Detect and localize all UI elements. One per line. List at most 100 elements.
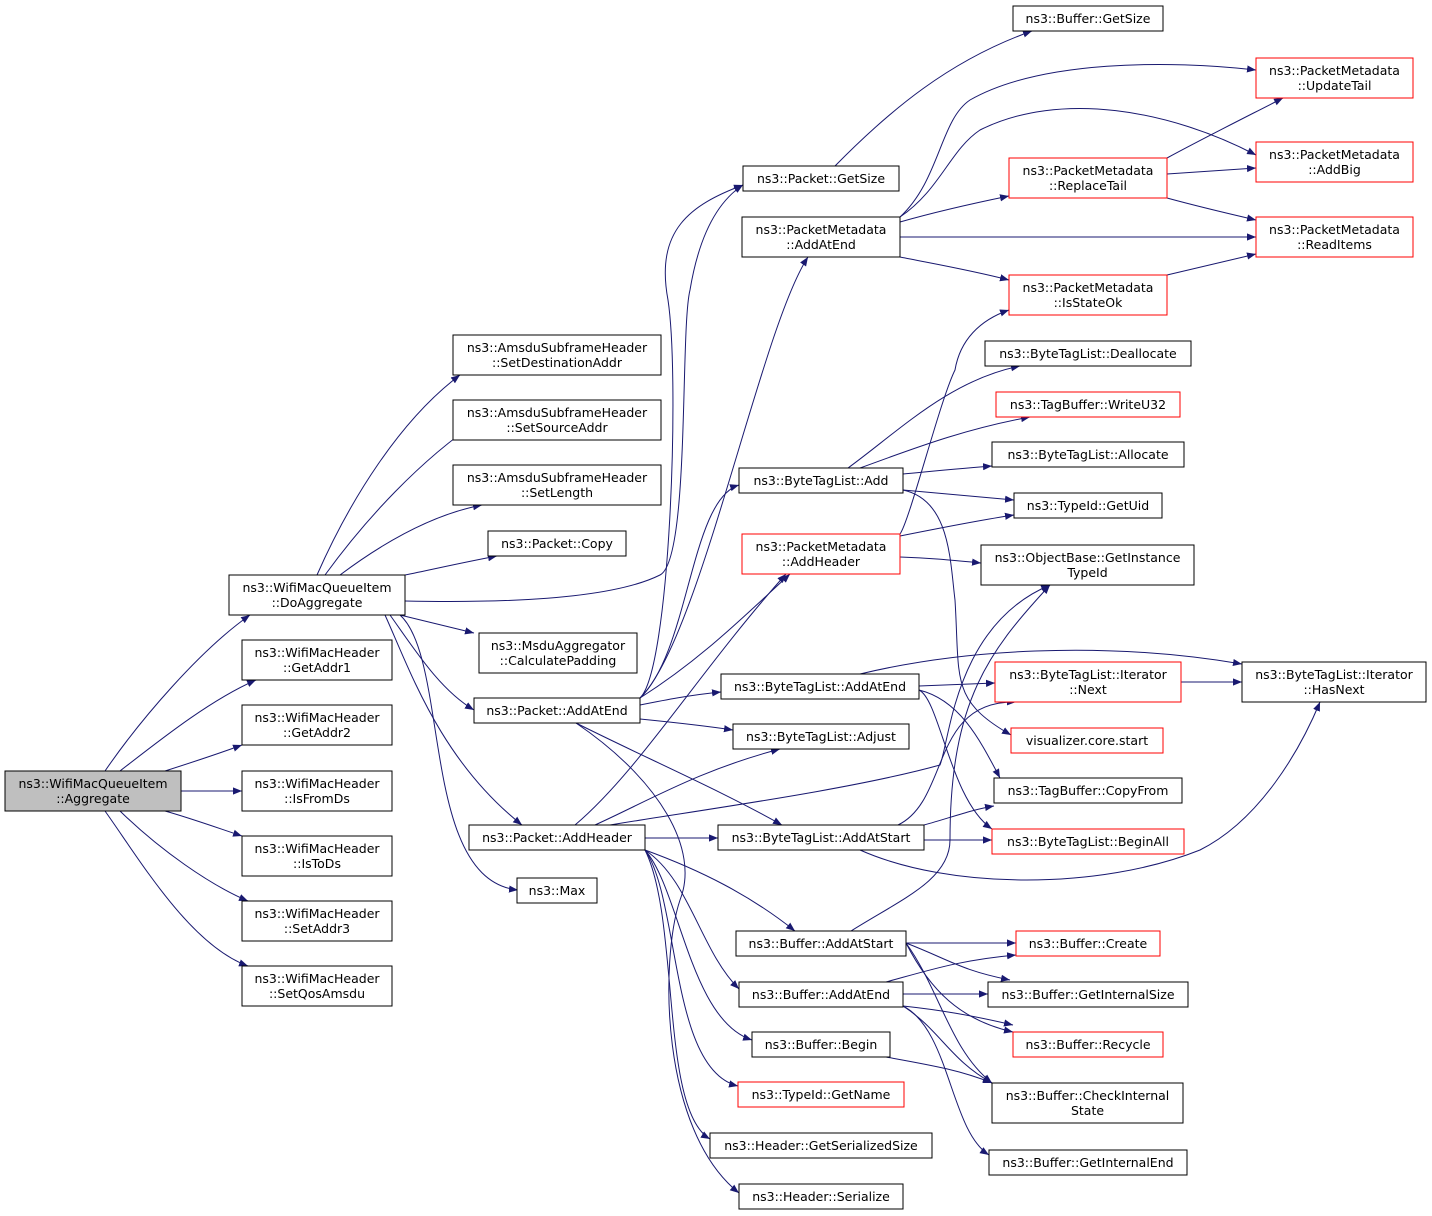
call-edge [644,849,711,1140]
call-edge [899,556,982,566]
node-is-from-ds[interactable]: ns3::WifiMacHeader::IsFromDs [241,770,393,812]
node-tb-write-u32[interactable]: ns3::TagBuffer::WriteU32 [995,391,1181,418]
node-type-id-get-uid[interactable]: ns3::TypeId::GetUid [1013,492,1163,519]
node-box [1255,57,1414,99]
node-label: ns3::ByteTagList::Iterator [1255,667,1413,682]
node-set-length[interactable]: ns3::AmsduSubframeHeader::SetLength [452,464,662,506]
node-set-source-addr[interactable]: ns3::AmsduSubframeHeader::SetSourceAddr [452,399,662,441]
node-btl-iter-has-next[interactable]: ns3::ByteTagList::Iterator::HasNext [1241,661,1427,703]
node-pm-read-items[interactable]: ns3::PacketMetadata::ReadItems [1255,216,1414,258]
node-box [1012,5,1164,32]
node-label: ns3::Header::Serialize [752,1189,890,1204]
node-hdr-serialize[interactable]: ns3::Header::Serialize [738,1183,904,1210]
node-box [742,165,900,192]
node-buf-add-at-end[interactable]: ns3::Buffer::AddAtEnd [738,981,904,1008]
node-pm-add-big[interactable]: ns3::PacketMetadata::AddBig [1255,141,1414,183]
call-edge [164,744,243,772]
node-label: ::SetLength [521,485,593,500]
call-edge [399,614,519,893]
node-label: ::Aggregate [56,791,130,806]
node-set-addr3[interactable]: ns3::WifiMacHeader::SetAddr3 [241,900,393,942]
node-label: State [1071,1103,1104,1118]
node-pm-is-state-ok[interactable]: ns3::PacketMetadata::IsStateOk [1008,274,1168,316]
node-viz-start[interactable]: visualizer.core.start [1010,727,1164,754]
node-buf-recycle[interactable]: ns3::Buffer::Recycle [1012,1031,1164,1058]
node-buf-get-internal-end[interactable]: ns3::Buffer::GetInternalEnd [988,1149,1188,1176]
node-label: ns3::AmsduSubframeHeader [467,340,648,355]
node-buf-get-size[interactable]: ns3::Buffer::GetSize [1012,5,1164,32]
node-btl-add-at-end[interactable]: ns3::ByteTagList::AddAtEnd [720,673,920,700]
node-box [737,1081,905,1108]
node-pm-add-at-end[interactable]: ns3::PacketMetadata::AddAtEnd [741,216,901,258]
node-btl-add[interactable]: ns3::ByteTagList::Add [738,467,904,494]
node-get-addr2[interactable]: ns3::WifiMacHeader::GetAddr2 [241,704,393,746]
node-packet-get-size[interactable]: ns3::Packet::GetSize [742,165,900,192]
node-box [991,441,1185,468]
node-buf-get-internal-size[interactable]: ns3::Buffer::GetInternalSize [987,981,1189,1008]
node-label: ns3::ByteTagList::BeginAll [1007,834,1169,849]
call-edge [644,849,753,1041]
node-label: ns3::Buffer::AddAtStart [749,936,894,951]
node-btl-deallocate[interactable]: ns3::ByteTagList::Deallocate [984,340,1192,367]
node-label: ns3::Buffer::GetInternalEnd [1002,1155,1173,1170]
call-edge [905,942,1011,982]
node-pm-add-header[interactable]: ns3::PacketMetadata::AddHeader [741,533,901,575]
node-max[interactable]: ns3::Max [516,877,598,904]
call-edge [905,942,1014,1034]
node-pm-update-tail[interactable]: ns3::PacketMetadata::UpdateTail [1255,57,1414,99]
node-is-to-ds[interactable]: ns3::WifiMacHeader::IsToDs [241,835,393,877]
call-edge [574,573,787,826]
call-edge [899,107,1257,218]
node-pm-replace-tail[interactable]: ns3::PacketMetadata::ReplaceTail [1008,157,1168,199]
node-buf-add-at-start[interactable]: ns3::Buffer::AddAtStart [735,930,907,957]
node-box [994,661,1182,703]
node-get-addr1[interactable]: ns3::WifiMacHeader::GetAddr1 [241,639,393,681]
node-box [738,467,904,494]
call-edge [1166,197,1257,222]
node-set-qos-amsdu[interactable]: ns3::WifiMacHeader::SetQosAmsdu [241,965,393,1007]
node-aggregate[interactable]: ns3::WifiMacQueueItem::Aggregate [4,770,182,812]
node-btl-add-at-start[interactable]: ns3::ByteTagList::AddAtStart [717,824,925,851]
node-do-aggregate[interactable]: ns3::WifiMacQueueItem::DoAggregate [228,574,406,616]
call-edge [918,679,996,687]
node-label: ns3::TagBuffer::CopyFrom [1008,783,1169,798]
node-box [717,824,925,851]
node-label: ns3::AmsduSubframeHeader [467,405,648,420]
node-label: ns3::MsduAggregator [491,638,626,653]
node-calc-padding[interactable]: ns3::MsduAggregator::CalculatePadding [478,632,638,674]
node-packet-add-at-end[interactable]: ns3::Packet::AddAtEnd [473,697,641,724]
node-packet-add-header[interactable]: ns3::Packet::AddHeader [468,824,646,851]
node-box [987,981,1189,1008]
node-label: ns3::ByteTagList::Iterator [1009,667,1167,682]
node-type-id-get-name[interactable]: ns3::TypeId::GetName [737,1081,905,1108]
node-btl-iter-next[interactable]: ns3::ByteTagList::Iterator::Next [994,661,1182,703]
node-label: ns3::Buffer::GetSize [1026,11,1151,26]
node-box [1010,727,1164,754]
node-btl-allocate[interactable]: ns3::ByteTagList::Allocate [991,441,1185,468]
call-edge [905,942,993,1084]
node-label: ::DoAggregate [272,595,363,610]
node-packet-copy[interactable]: ns3::Packet::Copy [487,530,627,557]
call-edge [575,722,783,826]
node-label: ::SetSourceAddr [506,420,608,435]
node-label: ::SetQosAmsdu [269,986,365,1001]
node-label: ::AddHeader [782,554,861,569]
node-box [452,334,662,376]
node-box [241,639,393,681]
node-set-dest-addr[interactable]: ns3::AmsduSubframeHeader::SetDestination… [452,334,662,376]
node-btl-begin-all[interactable]: ns3::ByteTagList::BeginAll [991,828,1185,855]
node-tb-copy-from[interactable]: ns3::TagBuffer::CopyFrom [993,777,1183,804]
node-buf-create[interactable]: ns3::Buffer::Create [1015,930,1161,957]
node-label: ns3::PacketMetadata [1269,222,1400,237]
node-btl-adjust[interactable]: ns3::ByteTagList::Adjust [732,723,910,750]
node-label: ns3::Max [529,883,586,898]
node-hdr-get-ser-size[interactable]: ns3::Header::GetSerializedSize [709,1132,933,1159]
node-label: ns3::ByteTagList::Add [753,473,888,488]
node-box [452,399,662,441]
node-buf-begin[interactable]: ns3::Buffer::Begin [751,1031,891,1058]
nodes: ns3::WifiMacQueueItem::Aggregatens3::Wif… [4,5,1427,1210]
node-label: ns3::Packet::AddAtEnd [486,703,627,718]
node-box [751,1031,891,1058]
